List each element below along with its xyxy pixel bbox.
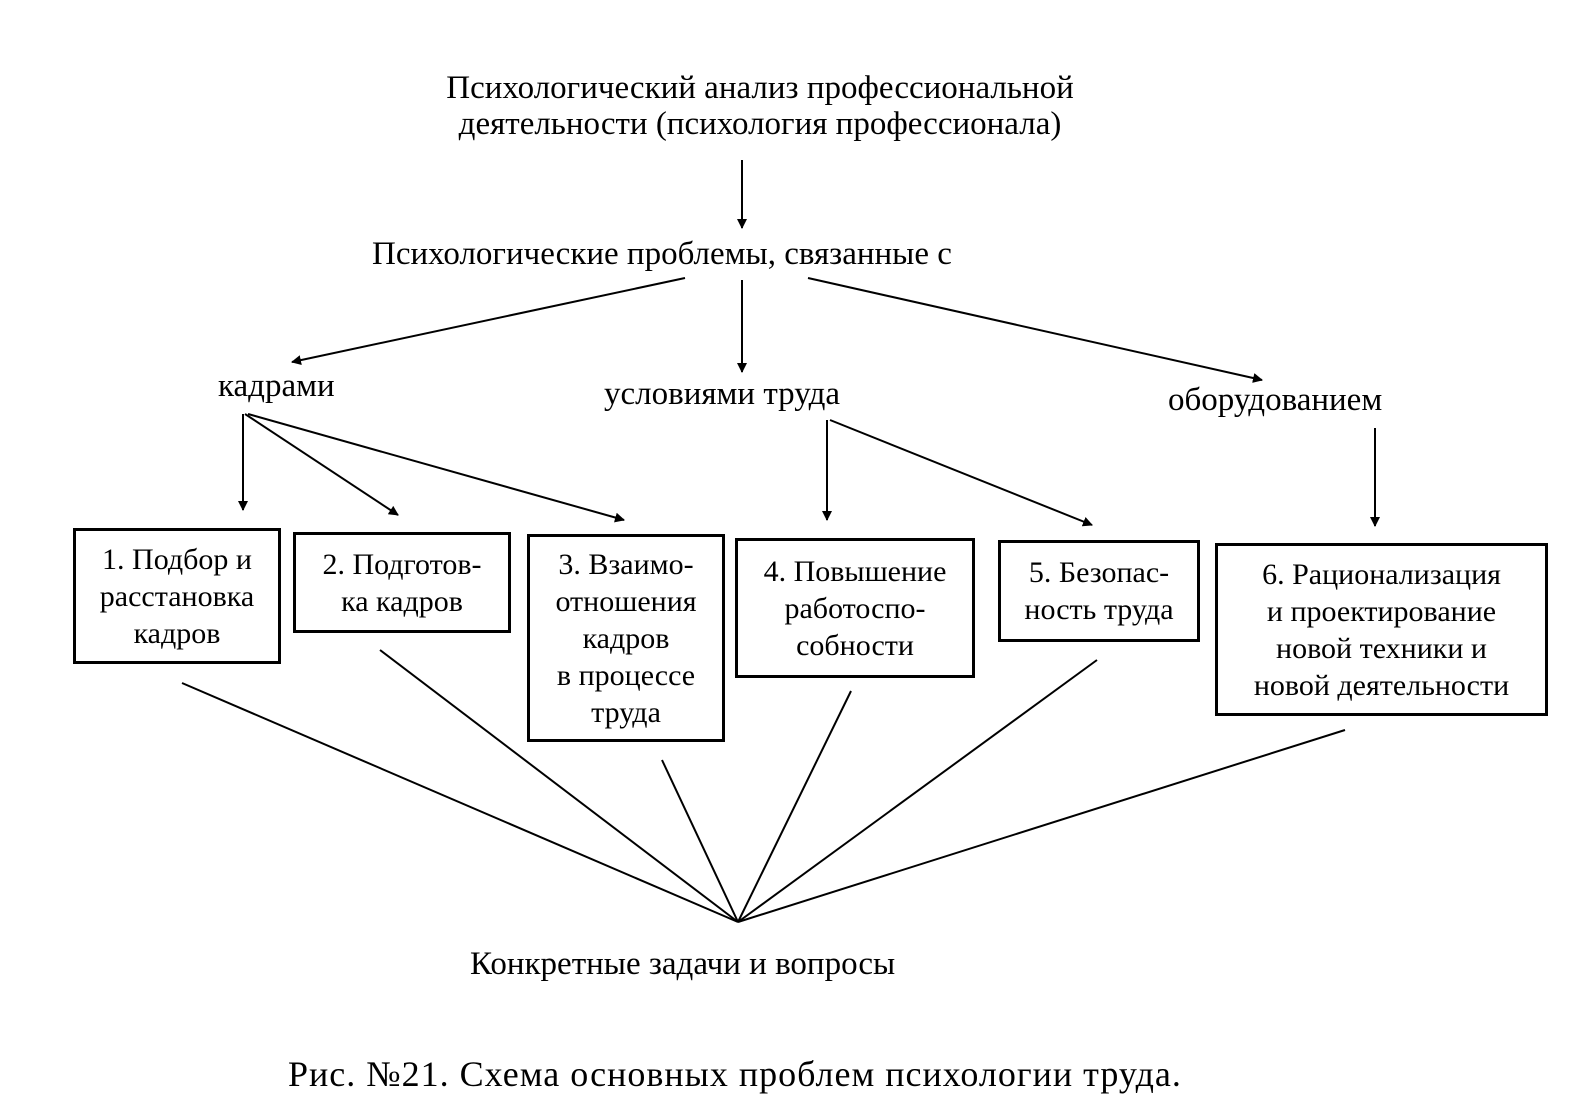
box-3-line: кадров [582,621,670,655]
line-box2-bottom [379,649,739,923]
category-kadrami: кадрами [218,368,335,404]
box-5-line: 5. Безопас- [1028,556,1170,589]
box-3-relationships: 3. Взаимо- отношения кадров в процессе т… [527,534,725,742]
arrow-to-oborudovaniem [807,277,1263,383]
box-3-line: в процессе [556,658,696,692]
box-3-line: труда [591,695,661,729]
box-1-selection: 1. Подбор и расстановка кадров [73,528,281,664]
top-node-line1: Психологический анализ профессиональной [446,70,1074,106]
box-3-line: 3. Взаимо- [558,547,694,581]
line-box1-bottom [181,682,739,923]
box-6-line: новой деятельности [1253,668,1510,702]
box-5-safety: 5. Безопас- ность труда [998,540,1200,642]
box-2-line: ка кадров [341,584,463,618]
category-usloviyami-truda: условиями труда [604,376,841,412]
box-6-line: 6. Рационализация [1262,557,1501,591]
box-2-training: 2. Подготов- ка кадров [293,532,511,633]
box-2-line: 2. Подготов- [322,547,482,581]
line-box4-bottom [737,690,852,923]
box-4-efficiency: 4. Повышение работоспо- собности [735,538,975,678]
box-1-line: кадров [133,616,221,650]
category-oborudovaniem: оборудованием [1168,382,1383,418]
box-3-line: отношения [555,584,697,618]
box-1-line: 1. Подбор и [102,542,252,576]
box-4-line: собности [796,628,914,662]
arrow-kadrami-box3 [247,413,625,523]
problems-node: Психологические проблемы, связанные с [372,236,952,272]
bottom-node: Конкретные задачи и вопросы [470,946,896,982]
figure-caption: Рис. №21. Схема основных проблем психоло… [288,1054,1182,1094]
line-box5-bottom [737,659,1098,923]
line-box3-bottom [661,759,739,923]
line-box6-bottom [737,729,1346,923]
box-5-line: ность труда [1024,593,1174,626]
arrow-usloviyami-box5 [829,419,1093,527]
top-node: Психологический анализ профессиональной … [360,70,1160,142]
box-6-line: новой техники и [1276,631,1487,665]
box-1-line: расстановка [99,579,255,613]
arrow-kadrami-box2 [244,413,399,516]
box-6-rationalization: 6. Рационализация и проектирование новой… [1215,543,1548,716]
arrow-to-kadrami [291,277,686,366]
box-4-line: работоспо- [784,591,926,625]
top-node-line2: деятельности (психология профессионала) [458,106,1062,142]
box-6-line: и проектирование [1266,594,1497,628]
box-4-line: 4. Повышение [763,554,947,588]
